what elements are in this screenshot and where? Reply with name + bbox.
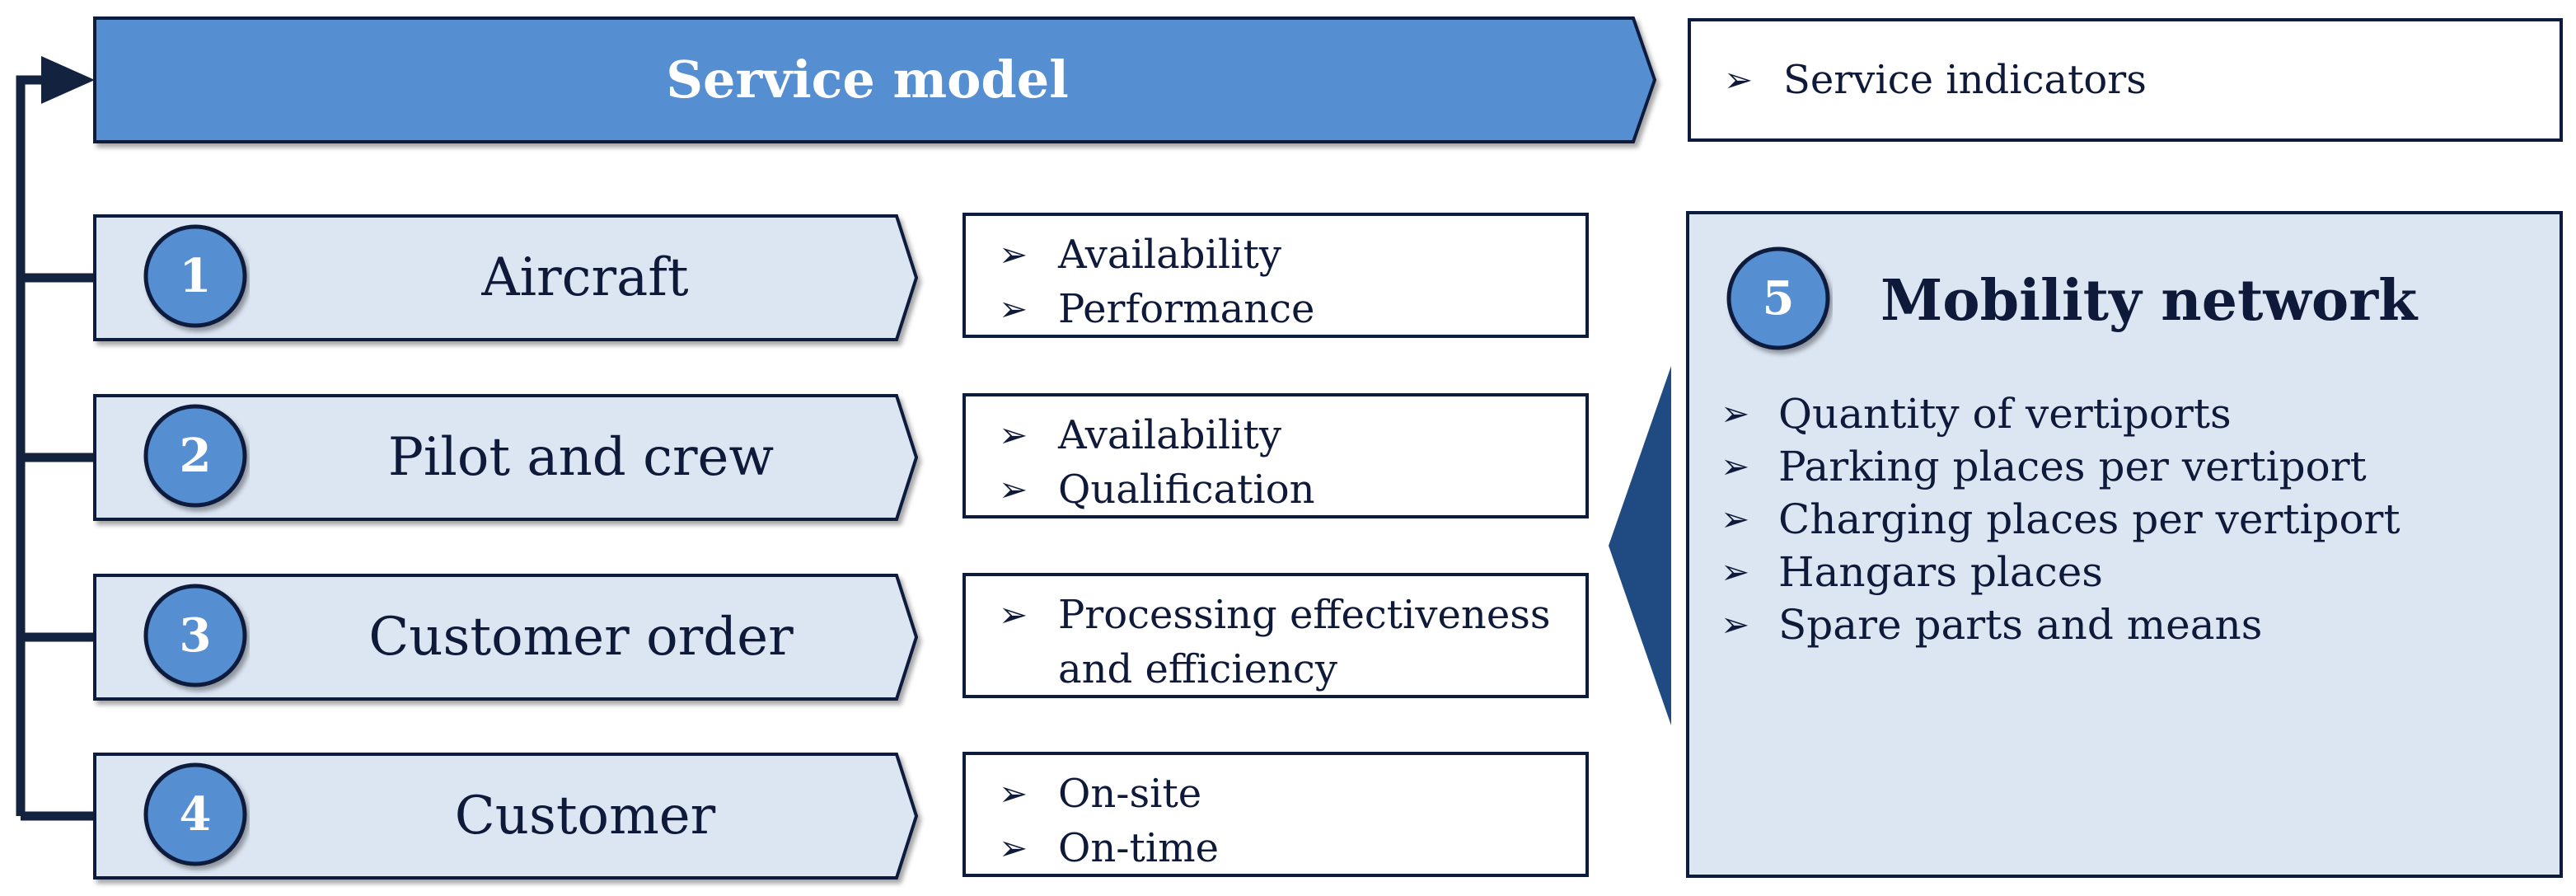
mobility-panel (1686, 211, 2563, 878)
indicator-box-customer-order: ➢Processing effectiveness and efficiency (962, 573, 1589, 698)
badge-number-1: 1 (179, 249, 212, 303)
mobility-bullet-item: ➢Spare parts and means (1721, 598, 2545, 651)
badge-circle-3 (143, 584, 247, 687)
bullet-arrow-icon: ➢ (1721, 551, 1750, 592)
badge-number-5: 5 (1762, 271, 1795, 326)
mobility-title: Mobility network (1880, 268, 2418, 334)
indicator-box-pilot-and-crew: ➢Availability ➢Qualification (962, 393, 1589, 518)
bullet-arrow-icon: ➢ (999, 594, 1028, 635)
row-chevron-2 (93, 394, 919, 521)
badge-number-4: 4 (179, 787, 212, 842)
bullet-item: ➢On-time (999, 821, 1569, 875)
bullet-item: ➢Processing effectiveness and efficiency (999, 588, 1569, 697)
mobility-bullet-item: ➢Charging places per vertiport (1721, 493, 2545, 546)
mobility-pointer (1609, 366, 1671, 725)
bullet-arrow-icon: ➢ (1724, 59, 1754, 100)
bullet-arrow-icon: ➢ (999, 415, 1028, 455)
bullet-item: ➢Performance (999, 282, 1569, 336)
bullet-arrow-icon: ➢ (1721, 446, 1750, 486)
badge-circle-5 (1726, 246, 1830, 350)
bullet-item: ➢On-site (999, 767, 1569, 821)
header-chevron (93, 16, 1657, 143)
bullet-item: ➢Availability (999, 408, 1569, 462)
mobility-bullet-item: ➢Parking places per vertiport (1721, 440, 2545, 493)
mobility-bullet-item: ➢Hangars places (1721, 546, 2545, 598)
bullet-item: ➢Availability (999, 228, 1569, 282)
bullet-arrow-icon: ➢ (999, 289, 1028, 329)
row-label-aircraft: Aircraft (481, 247, 689, 308)
mobility-bullet-list: ➢Quantity of vertiports ➢Parking places … (1721, 387, 2545, 651)
badge-number-2: 2 (179, 429, 212, 483)
row-chevron-4 (93, 753, 919, 880)
badge-circle-2 (143, 404, 247, 508)
bullet-arrow-icon: ➢ (1721, 499, 1750, 539)
indicator-box-aircraft: ➢Availability ➢Performance (962, 213, 1589, 338)
service-indicators-box: ➢Service indicators (1688, 18, 2563, 142)
row-chevrons (93, 214, 919, 880)
bullet-arrow-icon: ➢ (1721, 393, 1750, 434)
left-connector (16, 75, 95, 821)
bullet-arrow-icon: ➢ (999, 828, 1028, 868)
badge-circle-4 (143, 762, 247, 866)
indicator-box-customer: ➢On-site ➢On-time (962, 752, 1589, 877)
connector-arrowhead (41, 56, 95, 104)
row-chevron-3 (93, 574, 919, 701)
mobility-bullet-item: ➢Quantity of vertiports (1721, 387, 2545, 440)
row-label-customer-order: Customer order (368, 607, 794, 668)
bullet-arrow-icon: ➢ (999, 773, 1028, 814)
number-badges (143, 224, 247, 866)
bullet-arrow-icon: ➢ (999, 234, 1028, 274)
bullet-arrow-icon: ➢ (1721, 604, 1750, 645)
service-indicators-item: ➢Service indicators (1724, 53, 2147, 107)
bullet-arrow-icon: ➢ (999, 469, 1028, 509)
badge-number-3: 3 (179, 608, 212, 663)
bullet-item: ➢Qualification (999, 462, 1569, 517)
badge-circle-1 (143, 224, 247, 328)
header-title: Service model (666, 49, 1069, 110)
row-label-pilot-and-crew: Pilot and crew (387, 427, 775, 488)
row-chevron-1 (93, 214, 919, 341)
row-label-customer: Customer (454, 786, 716, 847)
